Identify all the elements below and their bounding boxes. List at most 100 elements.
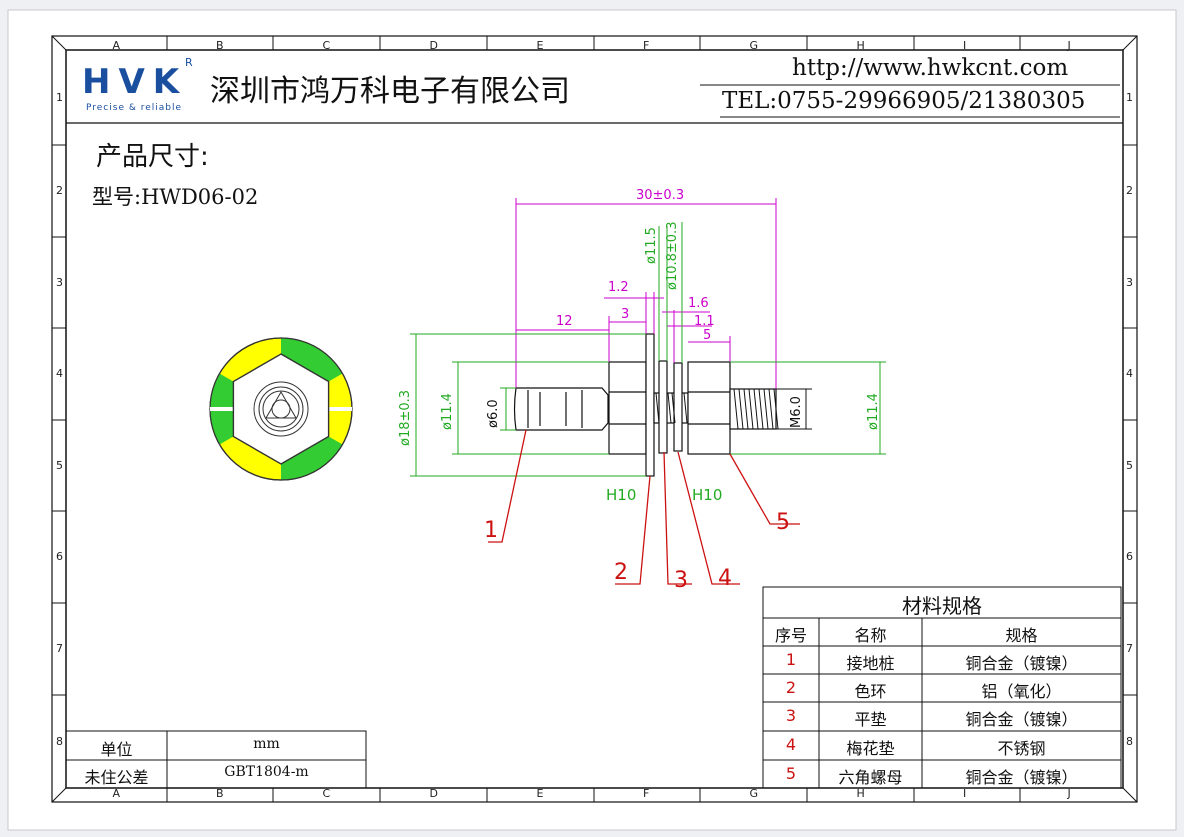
leader-lines [488,429,800,585]
material-spec: 铝（氧化） [981,682,1062,701]
col-label-top-g: G [749,39,759,52]
company-name: 深圳市鸿万科电子有限公司 [210,74,570,109]
row-label-right-6: 6 [1126,550,1133,563]
row-label-right-1: 1 [1126,90,1133,104]
corner-tl [51,35,67,51]
material-index: 4 [785,735,797,754]
logo-mark: HVK [82,62,188,102]
col-label-bottom-g: G [749,787,759,800]
material-name: 色环 [854,682,887,701]
row-label-left-4: 4 [56,367,63,380]
col-label-top-b: B [216,39,224,52]
materials-header-index: 序号 [774,626,807,645]
row-label-left-2: 2 [56,184,63,197]
col-label-top-a: A [112,39,121,52]
dim-thread-size: M6.0 [789,396,804,428]
row-label-right-7: 7 [1126,642,1133,655]
thread-line [738,388,744,430]
dim-stud-length: 12 [556,314,573,329]
col-label-top-e: E [536,39,544,52]
stud-core [271,399,291,419]
thread-hatch [655,388,779,430]
model-number: 型号:HWD06-02 [92,185,259,209]
company-url: http://www.hwkcnt.com [792,55,1069,81]
row-label-left-7: 7 [56,642,63,655]
tolerance-label: 未住公差 [84,768,149,787]
material-index: 3 [785,706,797,725]
materials-table [762,586,1122,789]
thread-line [671,392,676,424]
row-label-left-6: 6 [56,550,63,563]
dim-ring-diameter: ø18±0.3 [398,389,413,446]
thread-line [763,388,769,430]
col-label-bottom-f: F [643,787,650,800]
row-label-right-4: 4 [1126,367,1133,380]
col-label-bottom-a: A [112,787,121,800]
front-view [209,337,353,481]
thread-line [733,388,739,430]
green-dimensions [410,222,886,477]
material-spec: 铜合金（镀镍） [965,710,1078,729]
thread-line [753,388,759,430]
material-spec: 不锈钢 [997,739,1046,758]
callout-1: 1 [484,518,498,543]
callout-5: 5 [776,510,790,535]
dim-nut-gap: 3 [621,307,630,322]
material-spec: 铜合金（镀镍） [965,768,1078,787]
company-tel: TEL:0755-29966905/21380305 [722,88,1086,114]
units-table [65,730,367,789]
col-label-top-f: F [643,39,650,52]
registered-mark: R [185,56,193,69]
col-label-bottom-b: B [216,787,224,800]
col-label-bottom-c: C [322,787,331,800]
callout-4: 4 [718,566,732,591]
dim-stud-diameter: ø6.0 [486,399,501,428]
row-label-right-5: 5 [1126,458,1133,472]
dim-nut-diameter-right: ø11.4 [866,393,881,430]
thread-line [743,388,749,430]
col-label-top-j: J [1067,39,1071,52]
thread-line [667,392,672,424]
col-label-bottom-d: D [429,787,438,800]
row-label-left-1: 1 [56,90,63,104]
dim-ring-thickness: 1.2 [608,280,629,295]
right-nut [687,361,731,455]
materials-header-name: 名称 [854,626,887,645]
magenta-dimensions [515,198,777,389]
dim-flat-washer: 1.1 [694,314,715,329]
material-name: 平垫 [854,710,887,729]
row-label-left-8: 8 [56,734,63,748]
nut-size-left: H10 [606,486,637,504]
side-view [513,333,777,477]
thread-line [748,388,754,430]
col-label-bottom-h: H [856,787,865,800]
thread-line [683,392,688,424]
corner-bl [51,787,67,803]
material-index: 5 [785,764,797,783]
stud-shank [513,387,609,431]
section-heading: 产品尺寸: [96,142,209,172]
col-label-top-d: D [429,39,438,52]
col-label-bottom-i: I [963,787,967,800]
thread-line [758,388,764,430]
unit-label: 单位 [100,740,133,759]
corner-tr [1122,35,1138,51]
logo-tagline: Precise & reliable [86,103,183,113]
corner-br [1122,787,1138,803]
material-name: 接地桩 [846,654,895,673]
thread-line [768,388,774,430]
materials-title: 材料规格 [902,594,982,618]
dim-washer-inner: ø10.8±0.3 [665,221,680,290]
col-label-bottom-e: E [536,787,544,800]
thread-line [655,392,660,424]
unit-value: mm [253,736,280,752]
row-label-left-3: 3 [56,275,63,289]
washer-inner-circle [258,386,304,432]
dim-nut-diameter-left: ø11.4 [440,393,455,430]
col-label-top-i: I [963,39,967,52]
material-index: 2 [785,678,797,697]
dim-nut-height: 5 [703,328,712,343]
left-nut [608,361,647,455]
dim-washer-outer: ø11.5 [644,227,659,264]
